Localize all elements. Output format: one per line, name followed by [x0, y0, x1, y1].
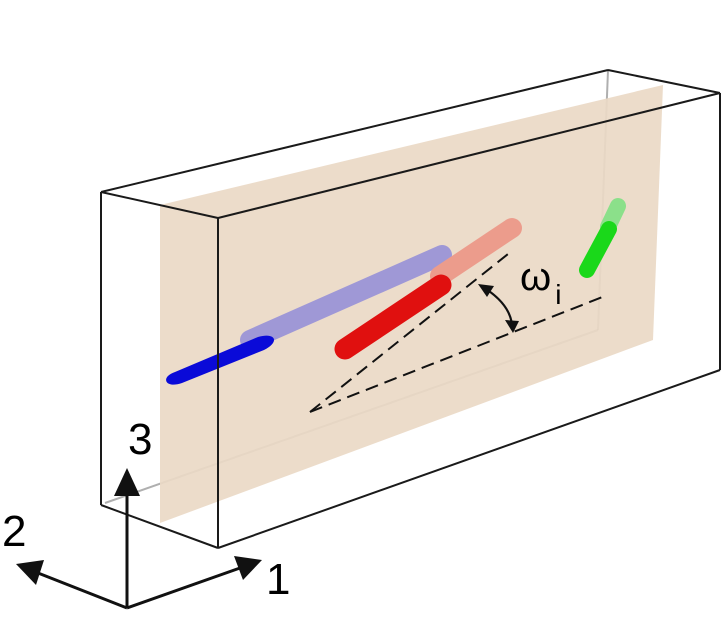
axis-3-arrowhead [114, 468, 140, 496]
axis-2-arrowhead [16, 560, 44, 585]
axis-1-label: 1 [266, 555, 290, 604]
box-front-edges [100, 92, 721, 549]
axis-1-line [126, 566, 241, 610]
coordinate-axes [16, 468, 262, 610]
axis-2-label: 2 [2, 507, 26, 556]
red-rod [334, 274, 452, 360]
double-headed-curved-arrow-icon [478, 284, 519, 333]
blue-rod-faded [240, 245, 452, 350]
green-rod [579, 221, 617, 278]
red-rod-faded [430, 218, 522, 286]
axis-2-line [37, 571, 128, 610]
axis-1-arrowhead [234, 556, 262, 580]
blue-rod [166, 335, 275, 385]
angle-dashed-lines [309, 253, 606, 413]
rods-front [166, 221, 617, 385]
angle-symbol: ω [520, 255, 551, 299]
axis-3-label: 3 [128, 415, 152, 464]
angle-subscript: i [555, 279, 561, 310]
